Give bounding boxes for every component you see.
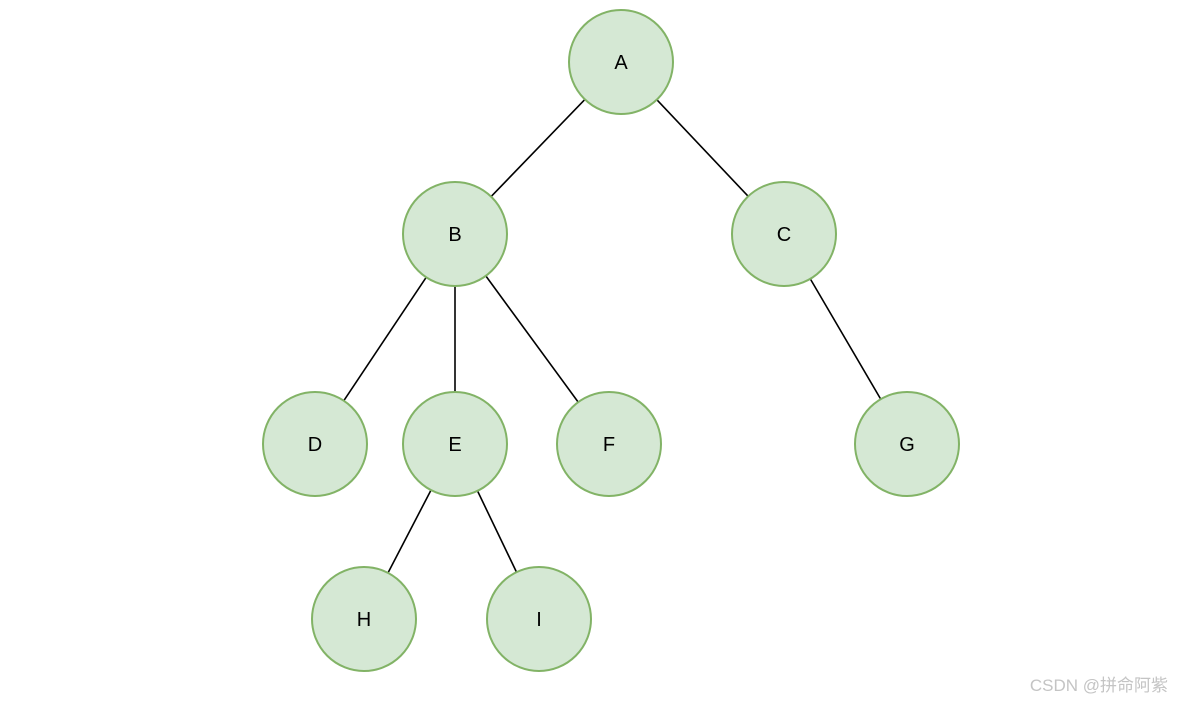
edge-b-f bbox=[485, 275, 579, 403]
node-a: A bbox=[568, 9, 674, 115]
node-circle bbox=[556, 391, 662, 497]
node-circle bbox=[262, 391, 368, 497]
edges-layer bbox=[343, 98, 882, 574]
node-c: C bbox=[731, 181, 837, 287]
nodes-layer: A B C D E F G H I bbox=[262, 9, 960, 672]
node-f: F bbox=[556, 391, 662, 497]
edge-a-c bbox=[656, 99, 749, 197]
node-e: E bbox=[402, 391, 508, 497]
edge-a-b bbox=[490, 98, 586, 198]
node-circle bbox=[311, 566, 417, 672]
node-circle bbox=[568, 9, 674, 115]
node-circle bbox=[402, 391, 508, 497]
node-label: B bbox=[448, 224, 461, 246]
node-label: E bbox=[448, 434, 461, 456]
node-d: D bbox=[262, 391, 368, 497]
edge-c-g bbox=[809, 278, 882, 400]
node-label: I bbox=[536, 609, 542, 631]
node-label: A bbox=[614, 52, 628, 74]
node-label: F bbox=[603, 434, 615, 456]
node-g: G bbox=[854, 391, 960, 497]
node-circle bbox=[486, 566, 592, 672]
node-label: G bbox=[899, 434, 915, 456]
edge-e-h bbox=[387, 489, 432, 574]
node-label: C bbox=[777, 224, 791, 246]
node-label: H bbox=[357, 609, 371, 631]
node-label: D bbox=[308, 434, 322, 456]
node-b: B bbox=[402, 181, 508, 287]
node-circle bbox=[402, 181, 508, 287]
node-circle bbox=[731, 181, 837, 287]
watermark: CSDN @拼命阿紫 bbox=[1029, 676, 1168, 695]
node-circle bbox=[854, 391, 960, 497]
edge-e-i bbox=[476, 490, 518, 573]
node-i: I bbox=[486, 566, 592, 672]
node-h: H bbox=[311, 566, 417, 672]
edge-b-d bbox=[343, 276, 427, 402]
